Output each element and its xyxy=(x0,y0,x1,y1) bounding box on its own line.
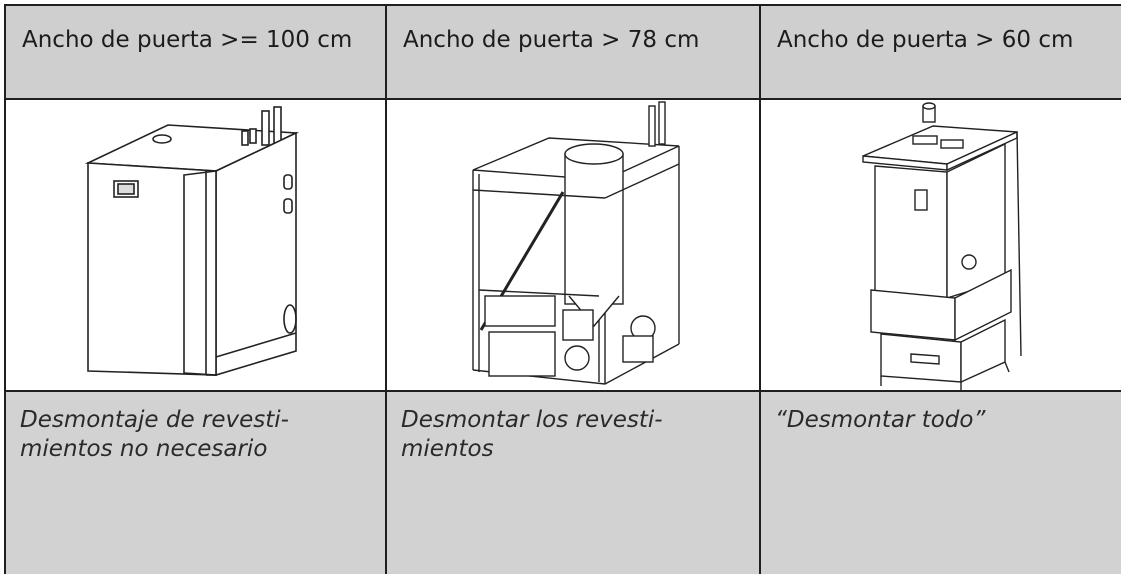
caption-text-1: Desmontaje de revesti- mientos no necesa… xyxy=(20,407,289,462)
caption-cell-3: “Desmontar todo” xyxy=(761,392,1121,574)
header-cell-3: Ancho de puerta > 60 cm xyxy=(761,4,1121,100)
boiler-core-icon xyxy=(862,102,1022,390)
image-cell-1 xyxy=(4,100,387,392)
image-cell-2 xyxy=(387,100,761,392)
header-text-1: Ancho de puerta >= 100 cm xyxy=(22,27,353,53)
caption-text-3: “Desmontar todo” xyxy=(775,407,986,433)
caption-cell-1: Desmontaje de revesti- mientos no necesa… xyxy=(4,392,387,574)
boiler-frame-icon xyxy=(472,101,680,385)
caption-cell-2: Desmontar los revesti- mientos xyxy=(387,392,761,574)
header-cell-1: Ancho de puerta >= 100 cm xyxy=(4,4,387,100)
header-cell-2: Ancho de puerta > 78 cm xyxy=(387,4,761,100)
caption-text-2: Desmontar los revesti- mientos xyxy=(401,407,663,462)
boiler-closed-icon xyxy=(84,106,299,377)
image-cell-3 xyxy=(761,100,1121,392)
header-text-2: Ancho de puerta > 78 cm xyxy=(403,27,700,53)
header-text-3: Ancho de puerta > 60 cm xyxy=(777,27,1074,53)
door-width-table: Ancho de puerta >= 100 cm Ancho de puert… xyxy=(4,4,1121,574)
